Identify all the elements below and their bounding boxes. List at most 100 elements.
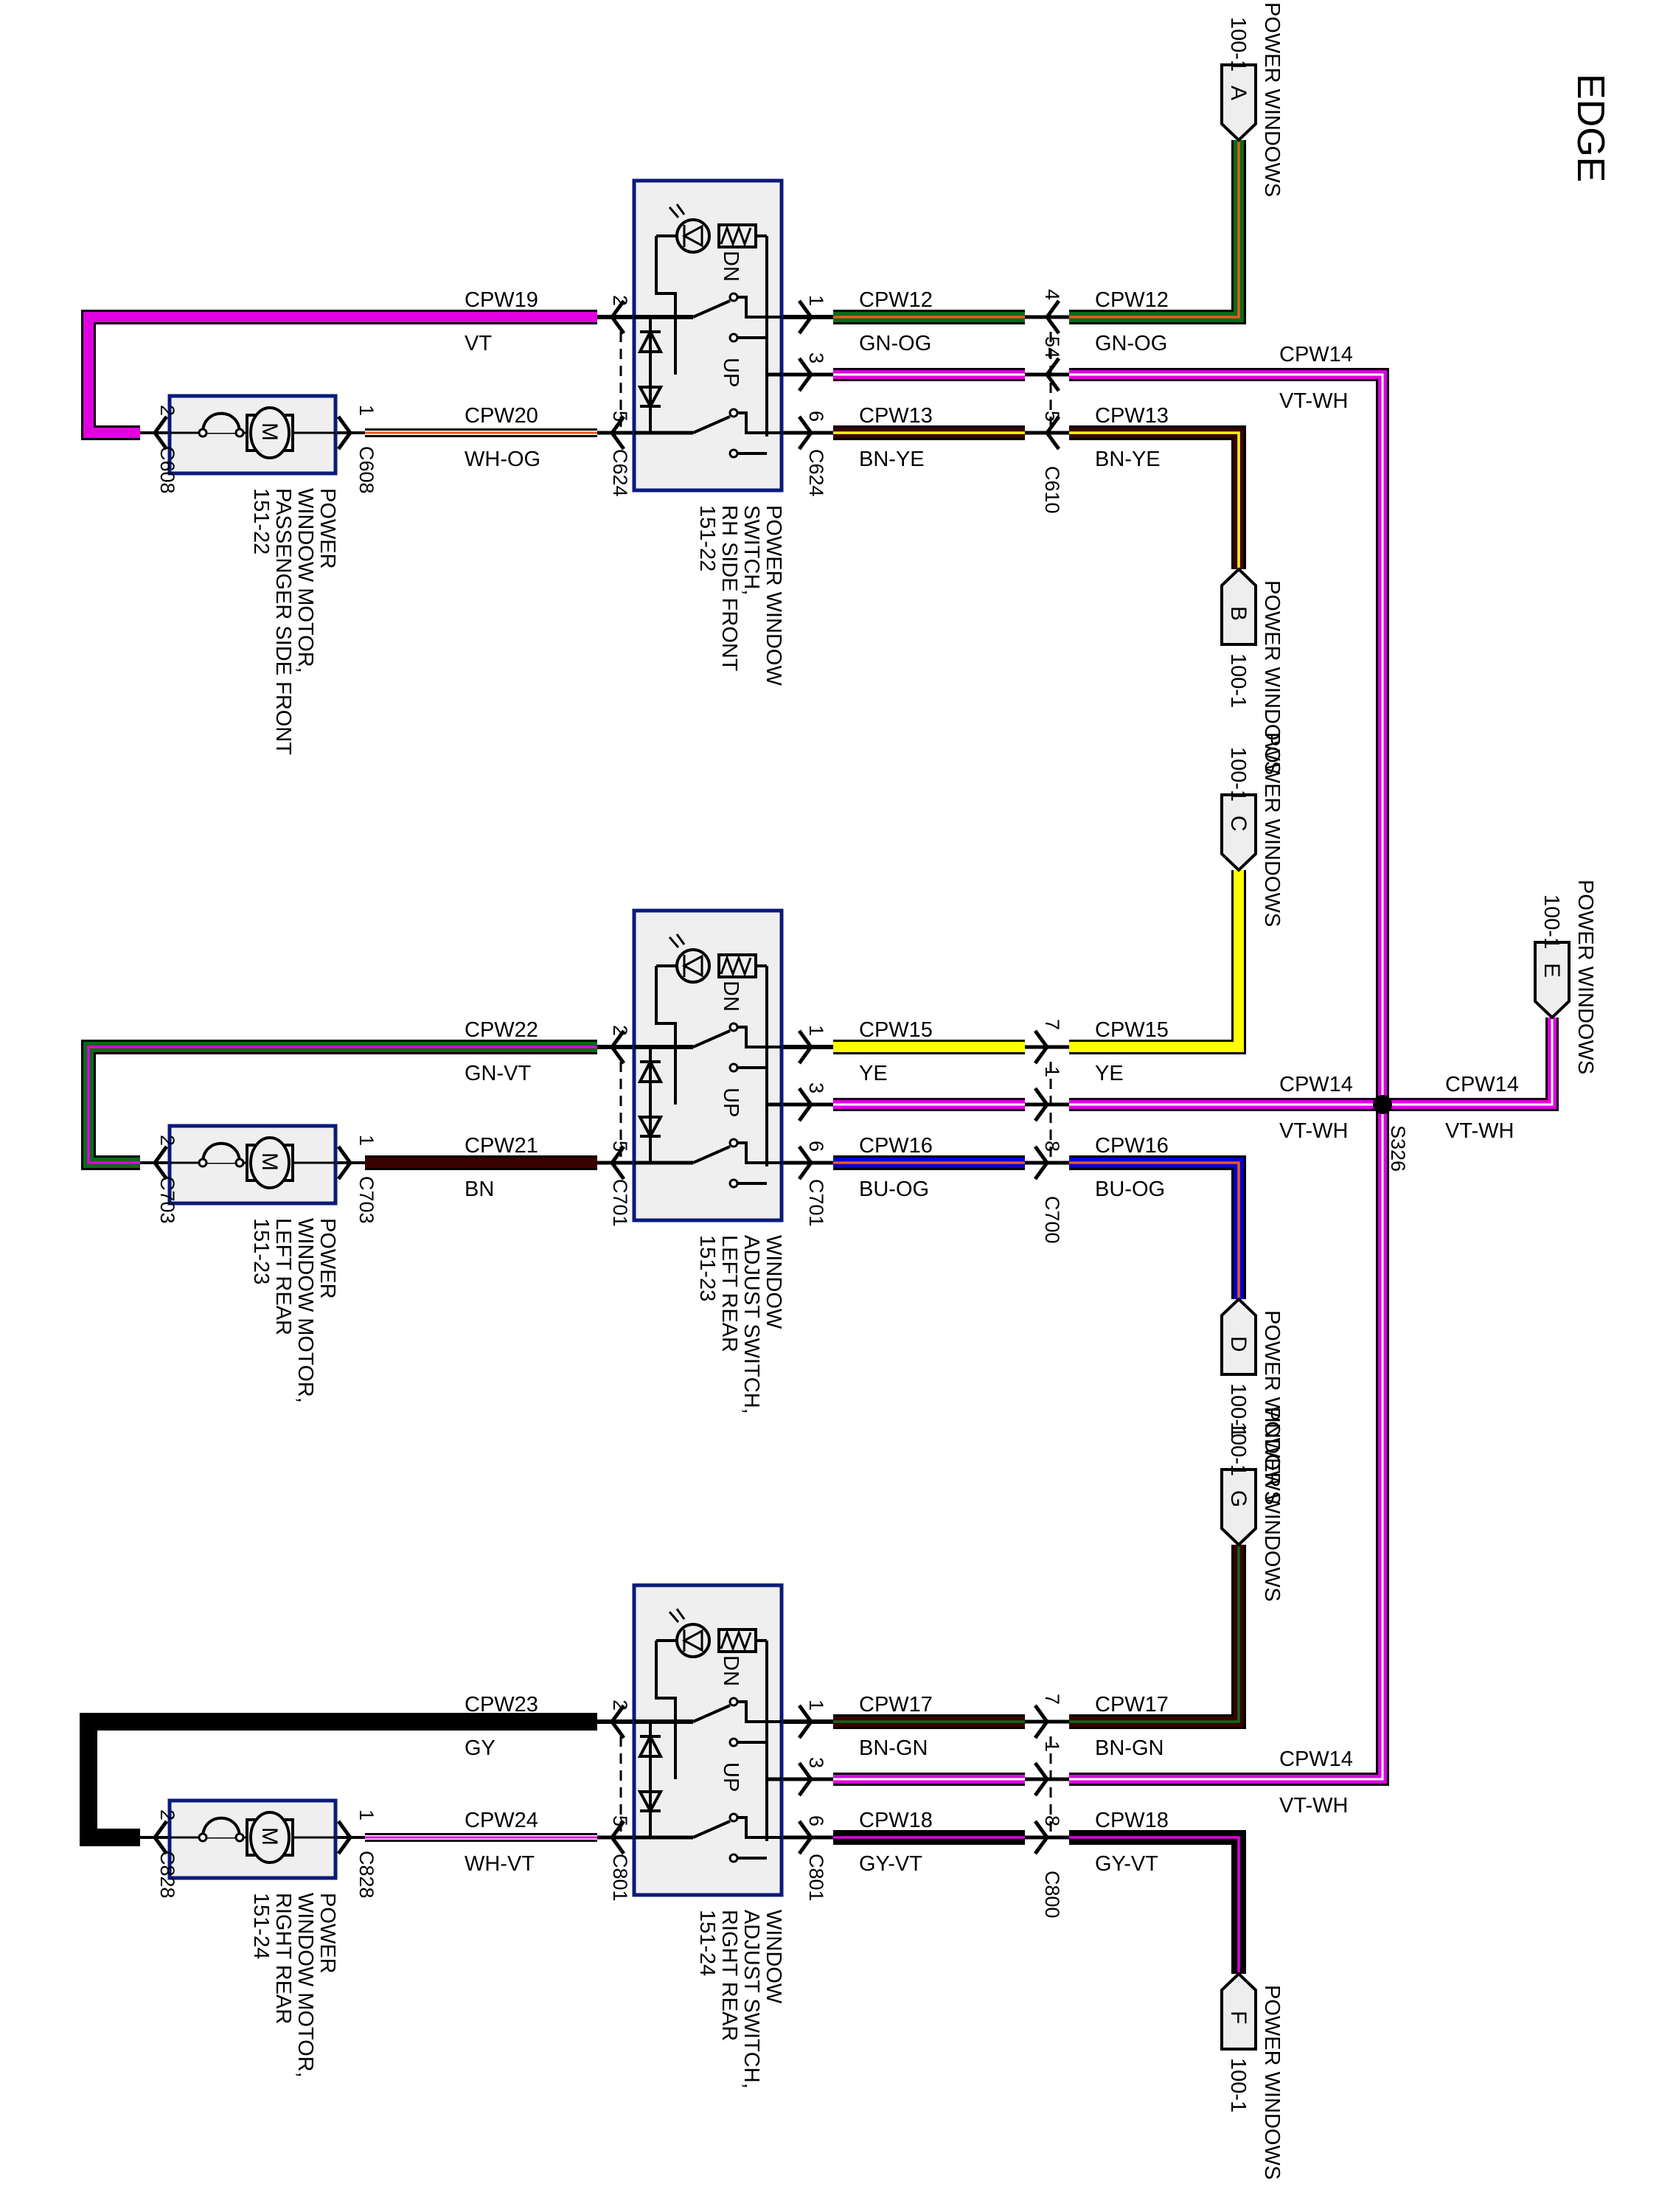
wire-cpw15 bbox=[1069, 870, 1246, 1054]
breaker-contact bbox=[234, 428, 245, 438]
wire-main bbox=[1069, 370, 1387, 389]
switch-contact bbox=[728, 292, 739, 302]
switch-dn-label: DN bbox=[719, 1655, 742, 1686]
switch-name-line: ADJUST SWITCH, bbox=[740, 1910, 763, 2089]
connector-id: C701 bbox=[609, 1179, 631, 1227]
wire-circuit-label: CPW17 bbox=[1095, 1693, 1169, 1717]
connector-chevron-icon bbox=[1033, 1820, 1050, 1855]
switch-contact bbox=[728, 1853, 739, 1863]
offpage-tag-shape bbox=[1220, 567, 1257, 646]
switch-name-line: WINDOW bbox=[762, 1235, 785, 1329]
connector-id: C700 bbox=[1041, 1196, 1063, 1244]
pin-number: 5 bbox=[1041, 411, 1063, 422]
switch-name-line: POWER WINDOW bbox=[762, 505, 785, 686]
window-motor-2: M bbox=[167, 1798, 338, 1880]
connector-chevron-icon bbox=[1044, 357, 1061, 392]
pin-number: 3 bbox=[805, 1082, 827, 1093]
up-switch-blade bbox=[692, 1820, 731, 1839]
wire-color-label: GY-VT bbox=[1095, 1852, 1158, 1876]
wire-circuit-label: CPW18 bbox=[859, 1809, 933, 1832]
motor-icon bbox=[249, 406, 291, 459]
switch-dn-label: DN bbox=[719, 251, 742, 282]
connector-chevron-icon bbox=[336, 1145, 353, 1180]
wire-circuit-label: CPW16 bbox=[859, 1134, 933, 1158]
connector-id: C800 bbox=[1041, 1871, 1063, 1919]
offpage-tag-label: POWER WINDOWS bbox=[1260, 732, 1284, 927]
wire-main bbox=[82, 1715, 597, 1844]
connector-chevron-icon bbox=[797, 1820, 814, 1855]
connector-chevron-icon bbox=[609, 415, 626, 451]
offpage-tag-shape bbox=[1220, 1468, 1257, 1547]
wire-circuit-label: CPW14 bbox=[1445, 1073, 1519, 1096]
pin-number: 3 bbox=[805, 1757, 827, 1768]
switch-contact bbox=[728, 1138, 739, 1148]
connector-chevron-icon bbox=[797, 357, 814, 392]
wire-color-label: BN bbox=[465, 1178, 494, 1201]
offpage-tag-shape bbox=[1220, 1297, 1257, 1376]
connector-chevron-icon bbox=[609, 1029, 626, 1065]
offpage-tag-ref: 100-1 bbox=[1540, 894, 1563, 949]
connector-chevron-icon bbox=[152, 1145, 169, 1180]
offpage-tag-shape bbox=[1534, 941, 1571, 1020]
up-switch-lead bbox=[737, 411, 782, 434]
connector-chevron-icon bbox=[797, 1761, 814, 1797]
wire-cpw13 bbox=[1069, 425, 1246, 569]
pin-number: 2 bbox=[609, 1025, 631, 1036]
breaker-icon bbox=[201, 1816, 241, 1838]
offpage-connector-d: D POWER WINDOWS 100-1 bbox=[1220, 1297, 1284, 1505]
wire-circuit-label: CPW14 bbox=[1279, 1073, 1353, 1096]
motor-name-line: WINDOW MOTOR, bbox=[293, 488, 317, 673]
motor-name-line: POWER bbox=[316, 488, 339, 569]
breaker-contact bbox=[198, 1832, 208, 1843]
offpage-tag-ref: 100-1 bbox=[1226, 1422, 1250, 1476]
wire-stripe bbox=[1069, 431, 1240, 569]
switch-contact bbox=[728, 1062, 739, 1073]
wire-stripe bbox=[1069, 1764, 1384, 1781]
switch-name-line: SWITCH, bbox=[740, 505, 763, 595]
wire-cpw14 bbox=[1069, 368, 1389, 389]
pin-number: 1 bbox=[355, 1135, 378, 1146]
pin-number: 1 bbox=[355, 1809, 378, 1820]
offpage-tag-label: POWER WINDOWS bbox=[1260, 1407, 1284, 1601]
connector-id: C801 bbox=[609, 1854, 631, 1902]
offpage-tag-ref: 100-1 bbox=[1226, 747, 1250, 801]
pin-number: 2 bbox=[609, 1700, 631, 1711]
connector-chevron-icon bbox=[336, 1820, 353, 1855]
pin-number: 6 bbox=[805, 1141, 827, 1152]
pin-number: 2 bbox=[156, 1809, 178, 1820]
pin-number: 5 bbox=[609, 1815, 631, 1826]
window-motor-1: M bbox=[167, 1124, 338, 1206]
diode-symbol bbox=[681, 1629, 703, 1652]
offpage-tag-ref: 100-1 bbox=[1226, 17, 1250, 72]
offpage-tag-letter: G bbox=[1226, 1490, 1251, 1507]
pin-number: 7 bbox=[1041, 1019, 1063, 1030]
resistor-zigzag bbox=[720, 1629, 752, 1652]
connector-chevron-icon bbox=[797, 1029, 814, 1065]
motor-name-line: WINDOW MOTOR, bbox=[293, 1218, 317, 1403]
wire-circuit-label: CPW12 bbox=[859, 288, 933, 312]
offpage-tag-label: POWER WINDOWS bbox=[1260, 1985, 1284, 2180]
wire-color-label: VT bbox=[465, 332, 492, 355]
wire-color-label: GN-OG bbox=[859, 332, 931, 355]
offpage-tag-letter: D bbox=[1226, 1336, 1251, 1352]
connector-chevron-icon bbox=[152, 1820, 169, 1855]
light-rays-icon bbox=[668, 933, 686, 948]
wire-circuit-label: CPW22 bbox=[465, 1018, 538, 1042]
offpage-tag-label: POWER WINDOWS bbox=[1260, 1310, 1284, 1505]
pin-number: 2 bbox=[609, 295, 631, 306]
splice-label: S326 bbox=[1387, 1125, 1409, 1172]
wire-color-label: BN-YE bbox=[1095, 448, 1161, 471]
switch-dn-label: DN bbox=[719, 981, 742, 1012]
diode-icon bbox=[637, 1790, 664, 1815]
switch-contact bbox=[728, 1812, 739, 1823]
pin-number: 1 bbox=[805, 1700, 827, 1711]
wire-circuit-label: CPW14 bbox=[1279, 1747, 1353, 1771]
motor-name-line: 151-23 bbox=[249, 1218, 273, 1284]
offpage-tag-letter: C bbox=[1226, 815, 1251, 832]
wire-main bbox=[83, 312, 597, 438]
motor-name-line: RIGHT REAR bbox=[271, 1893, 295, 2024]
connector-chevron-icon bbox=[609, 1820, 626, 1855]
